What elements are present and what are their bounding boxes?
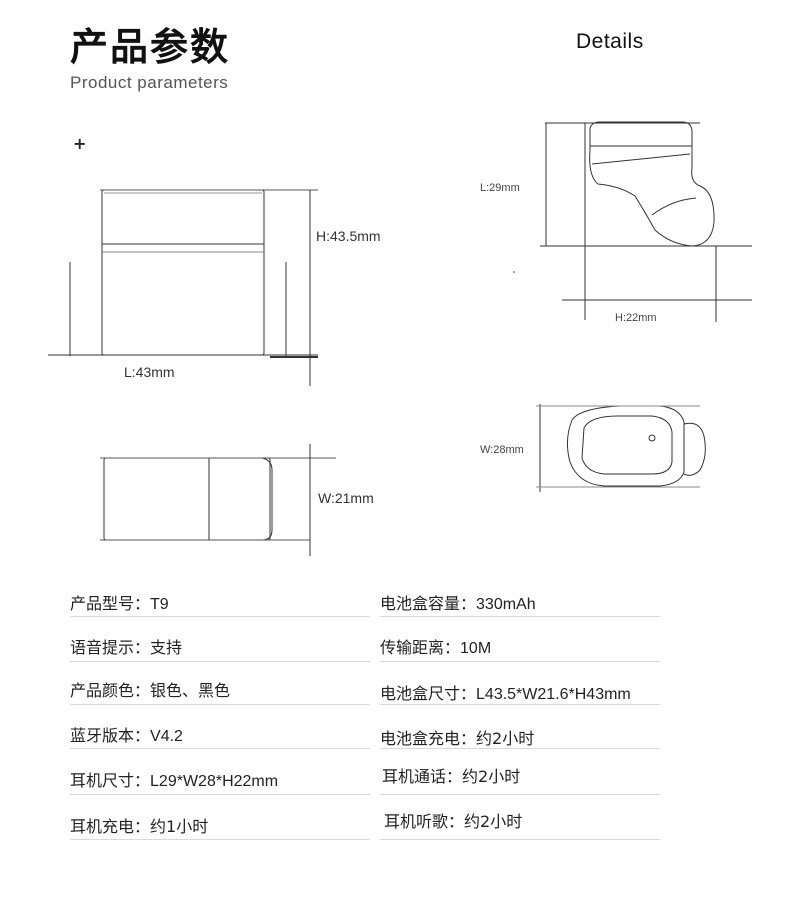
- plus-mark: +: [73, 134, 87, 153]
- details-heading: Details: [576, 30, 644, 53]
- spec-item: 耳机尺寸：L29*W28*H22mm: [70, 771, 279, 790]
- earbud-front-drawing: [536, 404, 706, 492]
- case-width-label: W:21mm: [318, 490, 374, 506]
- spec-item: 蓝牙版本：V4.2: [70, 726, 183, 745]
- earbud-length-label: L:29mm: [480, 182, 520, 194]
- page-subtitle: Product parameters: [70, 73, 229, 92]
- spec-item: 耳机充电：约1小时: [70, 817, 209, 836]
- spec-item: 语音提示：支持: [70, 638, 183, 657]
- spec-item: 电池盒尺寸：L43.5*W21.6*H43mm: [380, 684, 631, 703]
- spec-item: 传输距离：10M: [380, 638, 492, 657]
- case-top-drawing: [100, 444, 336, 556]
- earbud-height-label: H:22mm: [615, 312, 657, 324]
- earbud-width-label: W:28mm: [480, 444, 524, 456]
- spec-item: 产品颜色：银色、黑色: [70, 681, 231, 700]
- spec-item: 电池盒充电：约2小时: [380, 729, 535, 748]
- spec-item: 电池盒容量：330mAh: [380, 594, 536, 613]
- case-height-label: H:43.5mm: [316, 228, 381, 244]
- earbud-side-drawing: [540, 121, 752, 322]
- case-length-label: L:43mm: [124, 364, 175, 380]
- case-front-drawing: [48, 189, 318, 386]
- spec-item: 耳机通话：约2小时: [382, 767, 521, 786]
- spec-item: 耳机听歌：约2小时: [384, 812, 523, 831]
- spec-item: 产品型号：T9: [70, 594, 169, 613]
- page-title: 产品参数: [70, 25, 231, 69]
